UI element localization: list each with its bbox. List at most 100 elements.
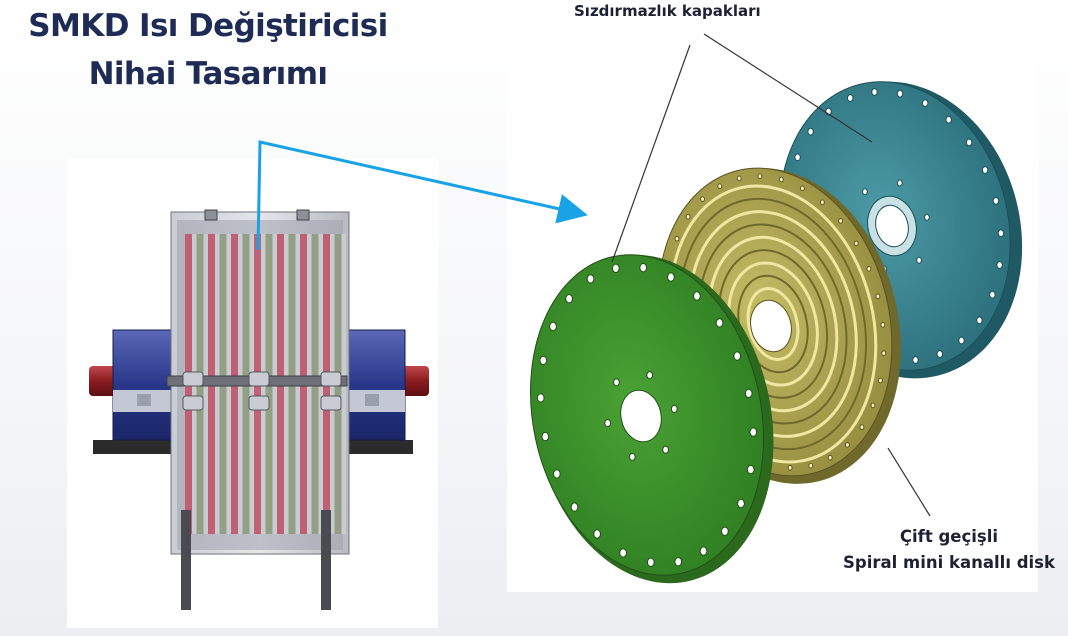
- bolt-hole: [715, 318, 724, 328]
- bolt-hole: [992, 196, 1000, 205]
- bolt-hole: [870, 402, 876, 409]
- bolt-hole: [586, 274, 595, 284]
- bolt-group: [182, 371, 342, 411]
- hex-nut: [182, 395, 204, 411]
- leader-line-teal: [703, 33, 873, 143]
- bolt-hole: [736, 175, 742, 182]
- bolt-hole: [570, 502, 579, 512]
- bolt-hole: [536, 393, 545, 403]
- bolt-hole: [862, 188, 868, 196]
- bolt-hole: [757, 173, 763, 180]
- bolt-hole: [604, 419, 612, 428]
- bolt-hole: [846, 94, 854, 102]
- leader-line-disk: [887, 447, 931, 517]
- right-leg: [321, 510, 331, 610]
- bolt-hole: [674, 235, 680, 242]
- bolt-hole: [866, 265, 872, 272]
- bolt-hole: [744, 388, 753, 399]
- green-center-hole: [620, 389, 662, 443]
- bolt-hole: [693, 291, 701, 301]
- bolt-hole: [945, 115, 952, 124]
- exploded-view-panel: [507, 64, 1038, 592]
- exploded-drawing: [530, 81, 1023, 584]
- channel-disk-label: Çift geçişli Spiral mini kanallı disk: [836, 524, 1062, 576]
- bolt-hole: [746, 464, 755, 475]
- bolt-hole: [871, 88, 878, 96]
- bolt-hole: [997, 229, 1005, 238]
- bolt-hole: [539, 355, 548, 366]
- green-seal-cover: [530, 254, 774, 584]
- bolt-hole: [721, 526, 729, 536]
- hex-nut: [248, 371, 270, 387]
- bolt-hole: [619, 548, 627, 558]
- bolt-hole: [565, 294, 573, 304]
- bolt-hole: [853, 240, 859, 247]
- bolt-hole: [646, 371, 654, 380]
- bolt-hole: [646, 557, 655, 567]
- seal-covers-label: Sızdırmazlık kapakları: [574, 2, 761, 20]
- bolt-hole: [921, 99, 929, 107]
- bolt-hole: [549, 321, 557, 332]
- hex-nut: [320, 395, 342, 411]
- bolt-hole: [670, 404, 678, 413]
- bolt-hole: [881, 350, 887, 357]
- bolt-hole: [819, 199, 825, 206]
- right-shaft: [401, 366, 429, 396]
- bolt-hole: [807, 127, 814, 136]
- bolt-hole: [844, 442, 850, 448]
- bolt-hole: [877, 377, 883, 384]
- bolt-hole: [717, 183, 723, 190]
- hex-nut: [248, 395, 270, 411]
- bolt-hole: [685, 213, 691, 220]
- channel-disk-label-line-2: Spiral mini kanallı disk: [843, 553, 1055, 572]
- channel-ring: [746, 287, 800, 361]
- bolt-hole: [880, 322, 886, 328]
- bolt-hole: [924, 213, 930, 221]
- bolt-hole: [541, 431, 550, 442]
- leader-line-green: [611, 44, 691, 263]
- slide-title: SMKD Isı Değiştiricisi Nihai Tasarımı: [8, 2, 408, 98]
- bolt-hole: [674, 557, 683, 567]
- left-leg: [181, 510, 191, 610]
- bolt-hole: [916, 256, 923, 264]
- bolt-hole: [593, 529, 601, 539]
- assembly-drawing: [89, 209, 429, 610]
- bolt-hole: [965, 138, 973, 147]
- bolt-hole: [613, 378, 620, 387]
- bolt-hole: [896, 89, 904, 98]
- bolt-hole: [912, 356, 919, 364]
- bolt-hole: [958, 336, 965, 345]
- bolt-hole: [700, 196, 706, 203]
- hex-nut: [182, 371, 204, 387]
- bolt-hole: [778, 176, 784, 183]
- title-line-1: SMKD Isı Değiştiricisi: [28, 8, 388, 44]
- bolt-hole: [699, 546, 708, 556]
- bolt-hole: [667, 272, 675, 282]
- bolt-hole: [749, 427, 758, 437]
- bolt-hole: [639, 263, 648, 273]
- bolt-hole: [787, 464, 793, 471]
- bolt-hole: [896, 179, 903, 187]
- bolt-hole: [628, 452, 636, 461]
- channel-disk-label-line-1: Çift geçişli: [899, 527, 999, 546]
- bolt-hole: [989, 290, 996, 299]
- bolt-hole: [996, 261, 1003, 269]
- bolt-hole: [875, 293, 881, 300]
- bolt-hole: [733, 351, 742, 361]
- bolt-hole: [799, 185, 805, 192]
- hex-nut: [320, 371, 342, 387]
- pointer-arrow: [256, 140, 588, 251]
- bolt-hole: [552, 469, 561, 479]
- assembly-view-panel: [67, 158, 438, 628]
- bolt-hole: [976, 316, 983, 325]
- bolt-hole: [981, 166, 989, 174]
- bolt-hole: [737, 498, 745, 509]
- bolt-hole: [808, 462, 814, 469]
- disk-center-hole: [750, 299, 792, 353]
- bolt-hole: [662, 445, 669, 454]
- right-housing: [340, 329, 406, 441]
- bolt-hole: [827, 454, 833, 461]
- bolt-hole: [611, 263, 620, 274]
